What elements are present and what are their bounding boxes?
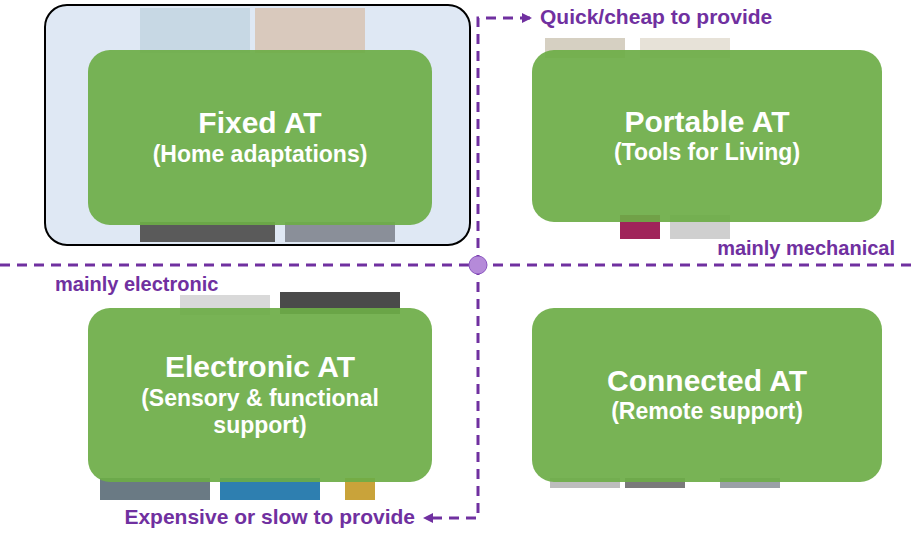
category-subtitle: (Home adaptations) [153,141,368,169]
category-title: Fixed AT [198,106,321,141]
category-subtitle: (Sensory & functional support) [140,385,380,440]
axis-lines [0,18,911,518]
category-title: Connected AT [607,364,807,399]
axis-end-label: Expensive or slow to provide [124,505,415,529]
category-subtitle: (Remote support) [611,398,803,426]
category-subtitle: (Tools for Living) [614,139,800,167]
category-title: Electronic AT [165,350,355,385]
highlight-frame [45,5,470,245]
axis-end-label: Quick/cheap to provide [540,5,772,29]
category-box: Electronic AT(Sensory & functional suppo… [88,308,432,482]
axis-origin [469,256,487,274]
category-box: Portable AT(Tools for Living) [532,50,882,222]
axis-label: mainly mechanical [717,237,895,260]
category-box: Connected AT(Remote support) [532,308,882,482]
axis-label: mainly electronic [55,273,218,296]
category-box: Fixed AT(Home adaptations) [88,50,432,225]
category-title: Portable AT [624,105,789,140]
